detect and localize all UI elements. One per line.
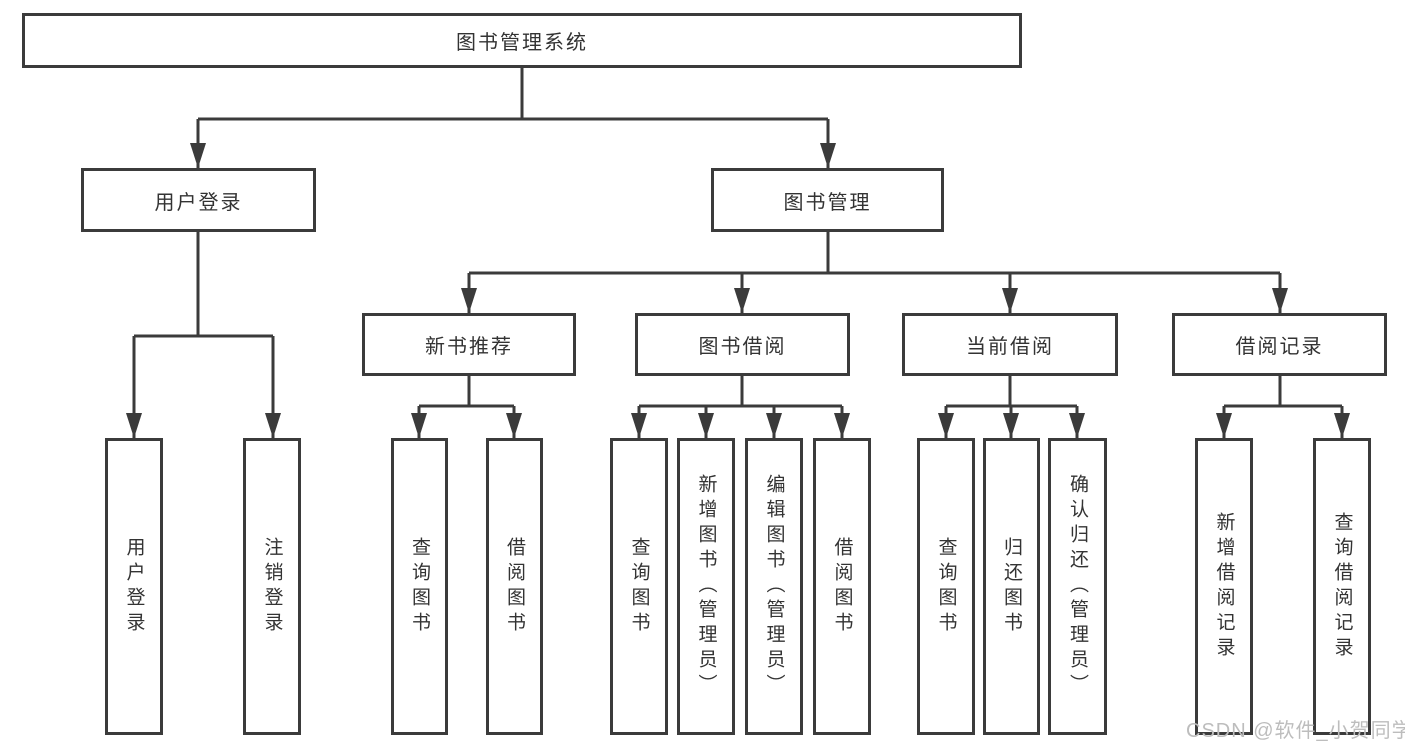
node-root-label: 图书管理系统 bbox=[456, 32, 588, 54]
leaf-logout-label: 注销登录 bbox=[261, 536, 283, 637]
node-book-borrow-label: 图书借阅 bbox=[698, 336, 787, 358]
csdn-watermark: CSDN @软件_小贺同学 bbox=[1186, 720, 1405, 742]
node-current-borrow: 当前借阅 bbox=[902, 313, 1118, 376]
leaf-add-books-admin-label: 新增图书（管理员） bbox=[695, 474, 717, 699]
node-new-book-recommend-label: 新书推荐 bbox=[425, 336, 513, 358]
node-borrow-records-label: 借阅记录 bbox=[1235, 336, 1324, 358]
node-user-login-label: 用户登录 bbox=[154, 191, 243, 214]
node-user-login: 用户登录 bbox=[81, 168, 316, 232]
leaf-add-borrow-record: 新增借阅记录 bbox=[1195, 438, 1253, 735]
leaf-borrow-books: 借阅图书 bbox=[813, 438, 871, 735]
leaf-add-borrow-record-label: 新增借阅记录 bbox=[1213, 511, 1235, 662]
leaf-add-books-admin: 新增图书（管理员） bbox=[677, 438, 735, 735]
node-book-management-label: 图书管理 bbox=[783, 191, 872, 214]
leaf-logout: 注销登录 bbox=[243, 438, 301, 735]
leaf-confirm-return-admin: 确认归还（管理员） bbox=[1048, 438, 1107, 735]
leaf-return-books: 归还图书 bbox=[983, 438, 1040, 735]
node-new-book-recommend: 新书推荐 bbox=[362, 313, 576, 376]
leaf-newbook-borrow-books-label: 借阅图书 bbox=[504, 536, 525, 637]
node-borrow-records: 借阅记录 bbox=[1172, 313, 1387, 376]
leaf-return-books-label: 归还图书 bbox=[1001, 536, 1022, 637]
leaf-confirm-return-admin-label: 确认归还（管理员） bbox=[1067, 474, 1088, 699]
leaf-edit-books-admin: 编辑图书（管理员） bbox=[745, 438, 803, 735]
node-current-borrow-label: 当前借阅 bbox=[966, 336, 1054, 358]
leaf-edit-books-admin-label: 编辑图书（管理员） bbox=[763, 474, 785, 699]
leaf-borrow-query-books-label: 查询图书 bbox=[628, 536, 650, 637]
leaf-current-query-books: 查询图书 bbox=[917, 438, 975, 735]
node-root: 图书管理系统 bbox=[22, 13, 1022, 68]
node-book-borrow: 图书借阅 bbox=[635, 313, 850, 376]
leaf-user-login: 用户登录 bbox=[105, 438, 163, 735]
leaf-newbook-query-books: 查询图书 bbox=[391, 438, 448, 735]
leaf-query-borrow-record-label: 查询借阅记录 bbox=[1331, 511, 1353, 662]
leaf-newbook-query-books-label: 查询图书 bbox=[409, 536, 430, 637]
leaf-query-borrow-record: 查询借阅记录 bbox=[1313, 438, 1371, 735]
leaf-borrow-books-label: 借阅图书 bbox=[831, 536, 853, 637]
leaf-borrow-query-books: 查询图书 bbox=[610, 438, 668, 735]
leaf-user-login-label: 用户登录 bbox=[123, 536, 145, 637]
leaf-newbook-borrow-books: 借阅图书 bbox=[486, 438, 543, 735]
leaf-current-query-books-label: 查询图书 bbox=[935, 536, 957, 637]
node-book-management: 图书管理 bbox=[711, 168, 944, 232]
